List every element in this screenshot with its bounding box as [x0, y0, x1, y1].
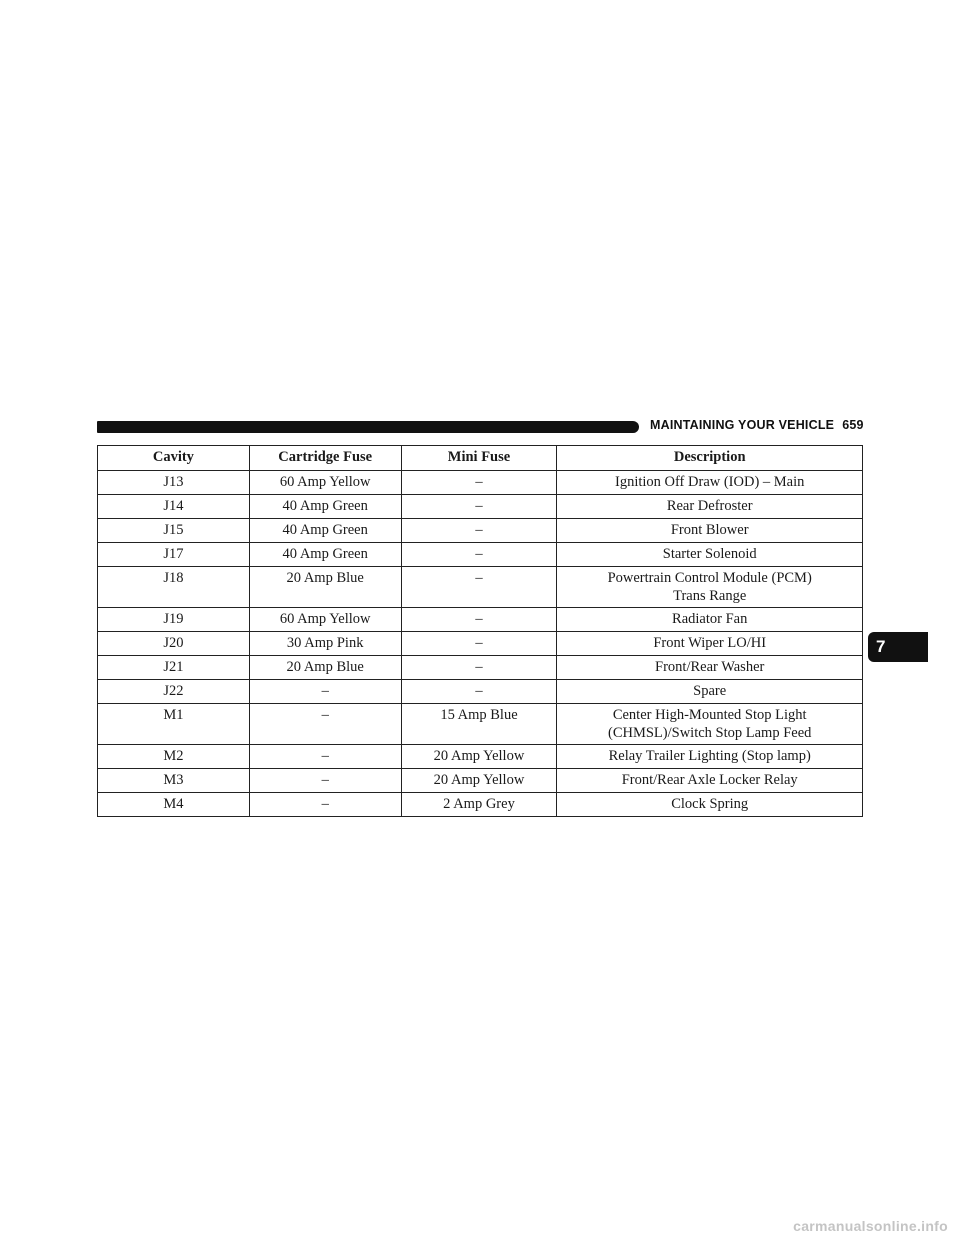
- cartridge-fuse-cell: 20 Amp Blue: [248, 566, 402, 608]
- description-cell: Center High-Mounted Stop Light (CHMSL)/S…: [556, 703, 863, 745]
- table-header-row: Cavity Cartridge Fuse Mini Fuse Descript…: [97, 445, 863, 471]
- description-cell: Front/Rear Washer: [556, 655, 863, 680]
- mini-fuse-cell: –: [400, 607, 558, 632]
- cartridge-fuse-cell: 40 Amp Green: [248, 494, 402, 519]
- column-header-description: Description: [556, 445, 863, 471]
- cavity-cell: J18: [97, 566, 250, 608]
- cartridge-fuse-cell: 60 Amp Yellow: [248, 607, 402, 632]
- description-cell: Powertrain Control Module (PCM) Trans Ra…: [556, 566, 863, 608]
- page-number: 659: [842, 418, 864, 432]
- description-cell: Clock Spring: [556, 792, 863, 817]
- cartridge-fuse-cell: –: [248, 792, 402, 817]
- mini-fuse-cell: –: [400, 679, 558, 704]
- cavity-cell: M3: [97, 768, 250, 793]
- mini-fuse-cell: –: [400, 655, 558, 680]
- description-cell: Radiator Fan: [556, 607, 863, 632]
- cavity-cell: J22: [97, 679, 250, 704]
- chapter-tab[interactable]: 7: [868, 632, 928, 662]
- cartridge-fuse-cell: 60 Amp Yellow: [248, 470, 402, 495]
- mini-fuse-cell: –: [400, 494, 558, 519]
- mini-fuse-cell: –: [400, 566, 558, 608]
- column-header-cavity: Cavity: [97, 445, 250, 471]
- cavity-cell: J19: [97, 607, 250, 632]
- cavity-cell: J15: [97, 518, 250, 543]
- cavity-cell: J17: [97, 542, 250, 567]
- cartridge-fuse-cell: –: [248, 744, 402, 769]
- description-cell: Spare: [556, 679, 863, 704]
- description-cell: Relay Trailer Lighting (Stop lamp): [556, 744, 863, 769]
- header-rule: [97, 421, 639, 433]
- cavity-cell: J20: [97, 631, 250, 656]
- column-header-mini-fuse: Mini Fuse: [400, 445, 558, 471]
- cartridge-fuse-cell: –: [248, 679, 402, 704]
- cavity-cell: J21: [97, 655, 250, 680]
- cartridge-fuse-cell: 40 Amp Green: [248, 518, 402, 543]
- cavity-cell: M1: [97, 703, 250, 745]
- cartridge-fuse-cell: 20 Amp Blue: [248, 655, 402, 680]
- mini-fuse-cell: 20 Amp Yellow: [400, 744, 558, 769]
- running-header: MAINTAINING YOUR VEHICLE 659: [650, 418, 864, 432]
- mini-fuse-cell: –: [400, 631, 558, 656]
- cavity-cell: J14: [97, 494, 250, 519]
- mini-fuse-cell: –: [400, 518, 558, 543]
- description-cell: Front Wiper LO/HI: [556, 631, 863, 656]
- mini-fuse-cell: –: [400, 542, 558, 567]
- description-cell: Rear Defroster: [556, 494, 863, 519]
- cavity-cell: J13: [97, 470, 250, 495]
- mini-fuse-cell: –: [400, 470, 558, 495]
- cartridge-fuse-cell: 30 Amp Pink: [248, 631, 402, 656]
- table-row: J22––Spare: [97, 679, 863, 704]
- mini-fuse-cell: 2 Amp Grey: [400, 792, 558, 817]
- column-header-cartridge-fuse: Cartridge Fuse: [248, 445, 402, 471]
- cartridge-fuse-cell: 40 Amp Green: [248, 542, 402, 567]
- watermark-text: carmanualsonline.info: [793, 1218, 948, 1234]
- mini-fuse-cell: 20 Amp Yellow: [400, 768, 558, 793]
- section-title: MAINTAINING YOUR VEHICLE: [650, 418, 835, 432]
- cartridge-fuse-cell: –: [248, 703, 402, 745]
- mini-fuse-cell: 15 Amp Blue: [400, 703, 558, 745]
- description-cell: Front Blower: [556, 518, 863, 543]
- chapter-number: 7: [876, 637, 886, 656]
- description-cell: Starter Solenoid: [556, 542, 863, 567]
- description-cell: Front/Rear Axle Locker Relay: [556, 768, 863, 793]
- cartridge-fuse-cell: –: [248, 768, 402, 793]
- fuse-table: Cavity Cartridge Fuse Mini Fuse Descript…: [97, 445, 863, 817]
- cavity-cell: M2: [97, 744, 250, 769]
- description-cell: Ignition Off Draw (IOD) – Main: [556, 470, 863, 495]
- cavity-cell: M4: [97, 792, 250, 817]
